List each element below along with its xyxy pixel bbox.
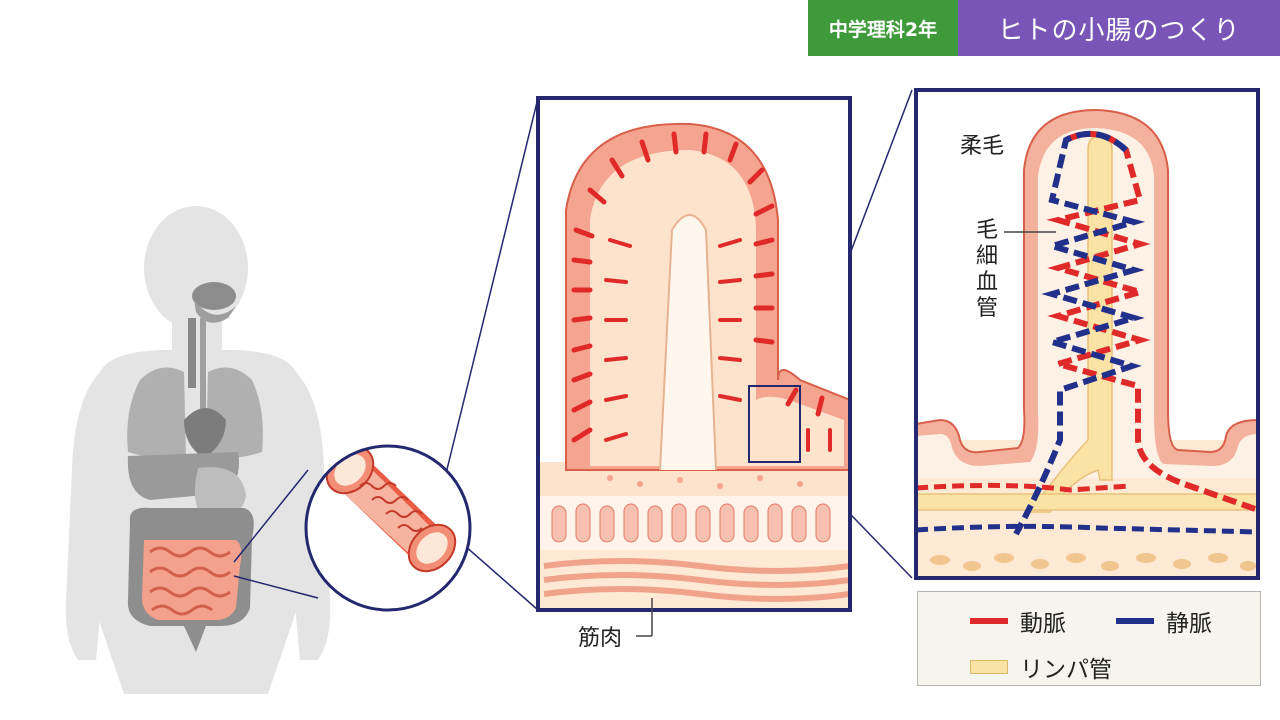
- trachea: [188, 318, 196, 388]
- artery-swatch: [970, 618, 1008, 624]
- label-villus: 柔毛: [960, 134, 1005, 159]
- page-title: ヒトの小腸のつくり: [958, 0, 1280, 56]
- intestine-tube-zoom: [304, 444, 472, 612]
- small-intestine: [142, 540, 242, 620]
- grade-badge: 中学理科2年: [808, 0, 958, 56]
- organs: [127, 282, 263, 652]
- zoom-selection-box: [748, 385, 801, 463]
- label-muscle: 筋肉: [578, 626, 623, 651]
- rectum: [184, 626, 206, 652]
- vein-swatch: [1116, 618, 1154, 624]
- label-capillary: 毛細血管: [975, 218, 998, 321]
- villus-panel: [536, 96, 852, 637]
- esophagus: [200, 318, 206, 438]
- small-intestine-coils: [149, 546, 231, 616]
- body-left-arm: [65, 372, 114, 660]
- legend-artery-label: 動脈: [1020, 611, 1066, 637]
- heart: [184, 408, 226, 458]
- legend-lymph-label: リンパ管: [1020, 657, 1112, 683]
- legend-lymph: リンパ管: [970, 650, 1112, 684]
- lung-left: [127, 367, 186, 459]
- lymph-swatch: [970, 660, 1008, 674]
- legend-vein-label: 静脈: [1166, 611, 1212, 637]
- legend-artery: 動脈: [970, 604, 1066, 638]
- legend-vein: 静脈: [1116, 604, 1212, 638]
- mouth-cavity: [194, 300, 236, 323]
- villus-detail-panel: [914, 88, 1260, 580]
- brain: [192, 282, 236, 310]
- legend: 動脈 静脈 リンパ管: [917, 591, 1261, 686]
